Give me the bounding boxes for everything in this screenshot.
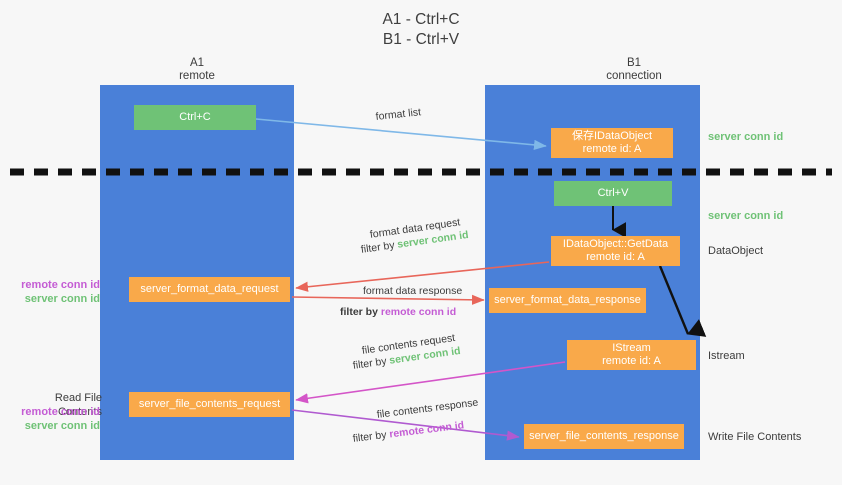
- box-server-file-contents-request[interactable]: server_file_contents_request: [129, 392, 290, 417]
- side-label-write-file-contents: Write File Contents: [708, 431, 802, 443]
- side-label-dataobject: DataObject: [708, 245, 764, 257]
- box-server-file-contents-request-label: server_file_contents_request: [138, 397, 281, 410]
- box-ctrl-v[interactable]: Ctrl+V: [554, 181, 672, 206]
- box-ctrl-v-label: Ctrl+V: [597, 186, 629, 199]
- side-label-server-conn-id: server conn id: [24, 419, 100, 432]
- box-idataobject-subtitle: remote id: A: [582, 143, 642, 155]
- box-server-format-data-response[interactable]: server_format_data_response: [489, 288, 646, 313]
- box-idataobject-title: 保存IDataObject: [571, 129, 653, 142]
- arrow-format-list: [255, 118, 547, 150]
- lane-header-b1-name: B1: [626, 57, 642, 69]
- side-label-remote-conn-id: remote conn id: [21, 406, 100, 418]
- arrow-format-data-request: [295, 261, 550, 292]
- filter-value-remote-conn-id: remote conn id: [380, 306, 457, 318]
- box-idataobject[interactable]: 保存IDataObject remote id: A: [551, 128, 673, 158]
- side-label-read-file-contents: Read File Contents: [54, 392, 102, 418]
- lane-header-b1: B1 connection: [534, 57, 734, 83]
- lane-header-b1-role: connection: [606, 70, 662, 82]
- box-server-format-data-request-label: server_format_data_request: [140, 282, 279, 295]
- arrow-file-contents-response: [291, 409, 520, 441]
- side-label-conn-ids-file: remote conn id server conn id: [8, 406, 100, 433]
- arrow-label-format-data-response: format data response: [363, 284, 462, 298]
- box-istream-subtitle: remote id: A: [602, 355, 661, 367]
- arrow-label-format-data-response-text: format data response: [363, 285, 463, 297]
- box-server-file-contents-response-label: server_file_contents_response: [529, 429, 679, 442]
- arrow-getdata-to-istream: [658, 265, 707, 337]
- filter-by-text: filter by: [340, 306, 378, 318]
- box-istream[interactable]: IStream remote id: A: [567, 340, 696, 370]
- arrow-label-format-data-response-filter: filter by remote conn id: [340, 305, 456, 319]
- box-getdata-title: IDataObject::GetData: [562, 237, 669, 250]
- box-idataobject-getdata[interactable]: IDataObject::GetData remote id: A: [551, 236, 680, 266]
- title-line-2: B1 - Ctrl+V: [382, 31, 460, 48]
- lane-header-a1: A1 remote: [97, 57, 297, 83]
- box-server-file-contents-response[interactable]: server_file_contents_response: [524, 424, 684, 449]
- side-label-remote-conn-id: remote conn id: [21, 279, 100, 291]
- box-getdata-subtitle: remote id: A: [586, 251, 645, 263]
- side-label-server-conn-id: server conn id: [24, 292, 100, 305]
- box-server-format-data-request[interactable]: server_format_data_request: [129, 277, 290, 302]
- box-ctrl-c[interactable]: Ctrl+C: [134, 105, 256, 130]
- box-ctrl-c-label: Ctrl+C: [179, 110, 211, 123]
- title-line-1: A1 - Ctrl+C: [382, 11, 460, 28]
- lane-header-a1-name: A1: [189, 57, 205, 69]
- arrow-format-data-response: [291, 294, 485, 305]
- side-label-server-conn-id-second: server conn id: [708, 210, 784, 222]
- side-label-istream: Istream: [708, 350, 745, 362]
- box-istream-title: IStream: [612, 341, 651, 354]
- side-label-conn-ids-format: remote conn id server conn id: [8, 279, 100, 306]
- lane-header-a1-role: remote: [179, 70, 215, 82]
- arrow-file-contents-request: [295, 361, 566, 404]
- page-title: A1 - Ctrl+C B1 - Ctrl+V: [0, 10, 842, 50]
- side-label-server-conn-id-top: server conn id: [708, 131, 784, 143]
- box-server-format-data-response-label: server_format_data_response: [494, 293, 641, 306]
